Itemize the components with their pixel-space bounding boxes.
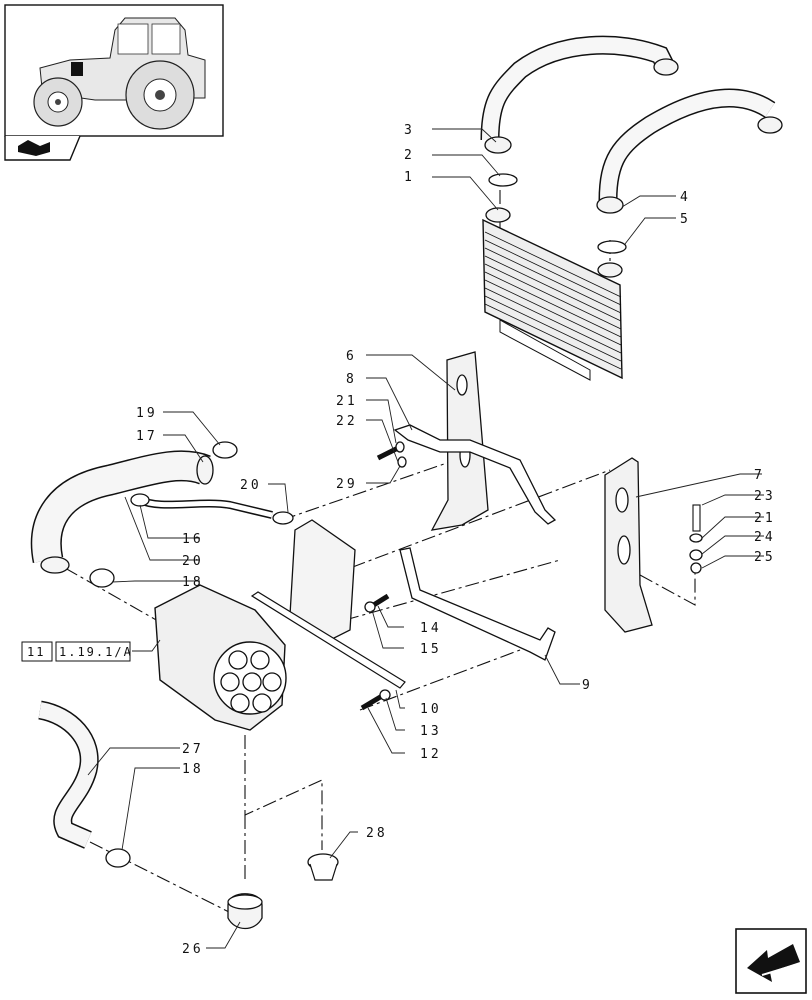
- fasteners: [360, 441, 703, 711]
- hose-27: [37, 700, 99, 849]
- callout-7[interactable]: 7: [754, 468, 765, 483]
- pipe-16: [138, 496, 273, 519]
- callout-21a[interactable]: 21: [336, 394, 358, 409]
- callout-21b[interactable]: 21: [754, 511, 776, 526]
- clamp-18a: [89, 568, 115, 588]
- callout-6[interactable]: 6: [346, 349, 357, 364]
- hose-clamp-5: [597, 240, 627, 254]
- page-reference[interactable]: 11 1.19.1/A: [21, 641, 133, 662]
- clamp-19: [212, 441, 238, 459]
- strap-10: [250, 591, 406, 689]
- arrow-icon: [747, 944, 800, 982]
- hose-clamp-2: [488, 173, 518, 187]
- callout-3[interactable]: 3: [404, 123, 415, 138]
- clamp-20b: [130, 493, 150, 507]
- tractor-thumbnail: [4, 4, 224, 161]
- callout-18b[interactable]: 18: [182, 762, 204, 777]
- callout-5[interactable]: 5: [680, 212, 691, 227]
- reference-section: 11: [27, 645, 45, 659]
- callout-8[interactable]: 8: [346, 372, 357, 387]
- callout-18a[interactable]: 18: [182, 575, 204, 590]
- clamp-20a: [272, 511, 294, 525]
- callout-23[interactable]: 23: [754, 489, 776, 504]
- assembly-icon: [18, 140, 50, 156]
- callout-10[interactable]: 10: [420, 702, 442, 717]
- compressor: [154, 584, 287, 731]
- clamp-18b: [105, 848, 131, 868]
- callout-19[interactable]: 19: [136, 406, 158, 421]
- plug-28: [307, 853, 339, 881]
- oil-cooler: [482, 207, 623, 381]
- callout-29[interactable]: 29: [336, 477, 358, 492]
- callout-24[interactable]: 24: [754, 530, 776, 545]
- callout-14[interactable]: 14: [420, 621, 442, 636]
- callout-22[interactable]: 22: [336, 414, 358, 429]
- callout-15[interactable]: 15: [420, 642, 442, 657]
- callout-17[interactable]: 17: [136, 429, 158, 444]
- callout-25[interactable]: 25: [754, 550, 776, 565]
- upper-hose-left: [480, 35, 679, 154]
- callout-20a[interactable]: 20: [240, 478, 262, 493]
- upper-hose-right: [596, 88, 783, 214]
- callout-16[interactable]: 16: [182, 532, 204, 547]
- leader-lines: [87, 128, 764, 949]
- callout-13[interactable]: 13: [420, 724, 442, 739]
- callout-labels: 3 2 1 4 5 6 8 21 22 29 19 17 20 16 20 18…: [136, 123, 776, 957]
- callout-9[interactable]: 9: [582, 678, 593, 693]
- callout-20b[interactable]: 20: [182, 554, 204, 569]
- callout-4[interactable]: 4: [680, 190, 691, 205]
- callout-2[interactable]: 2: [404, 148, 415, 163]
- callout-26[interactable]: 26: [182, 942, 204, 957]
- callout-28[interactable]: 28: [366, 826, 388, 841]
- bracket-8: [393, 424, 557, 525]
- reference-page: 1.19.1/A: [59, 645, 133, 659]
- hose-17: [30, 450, 214, 574]
- elbow-26: [227, 893, 263, 930]
- bracket-7: [604, 457, 653, 633]
- next-page-button[interactable]: [735, 928, 807, 994]
- callout-27[interactable]: 27: [182, 742, 204, 757]
- callout-1[interactable]: 1: [404, 170, 415, 185]
- callout-12[interactable]: 12: [420, 747, 442, 762]
- bar-9: [399, 547, 556, 661]
